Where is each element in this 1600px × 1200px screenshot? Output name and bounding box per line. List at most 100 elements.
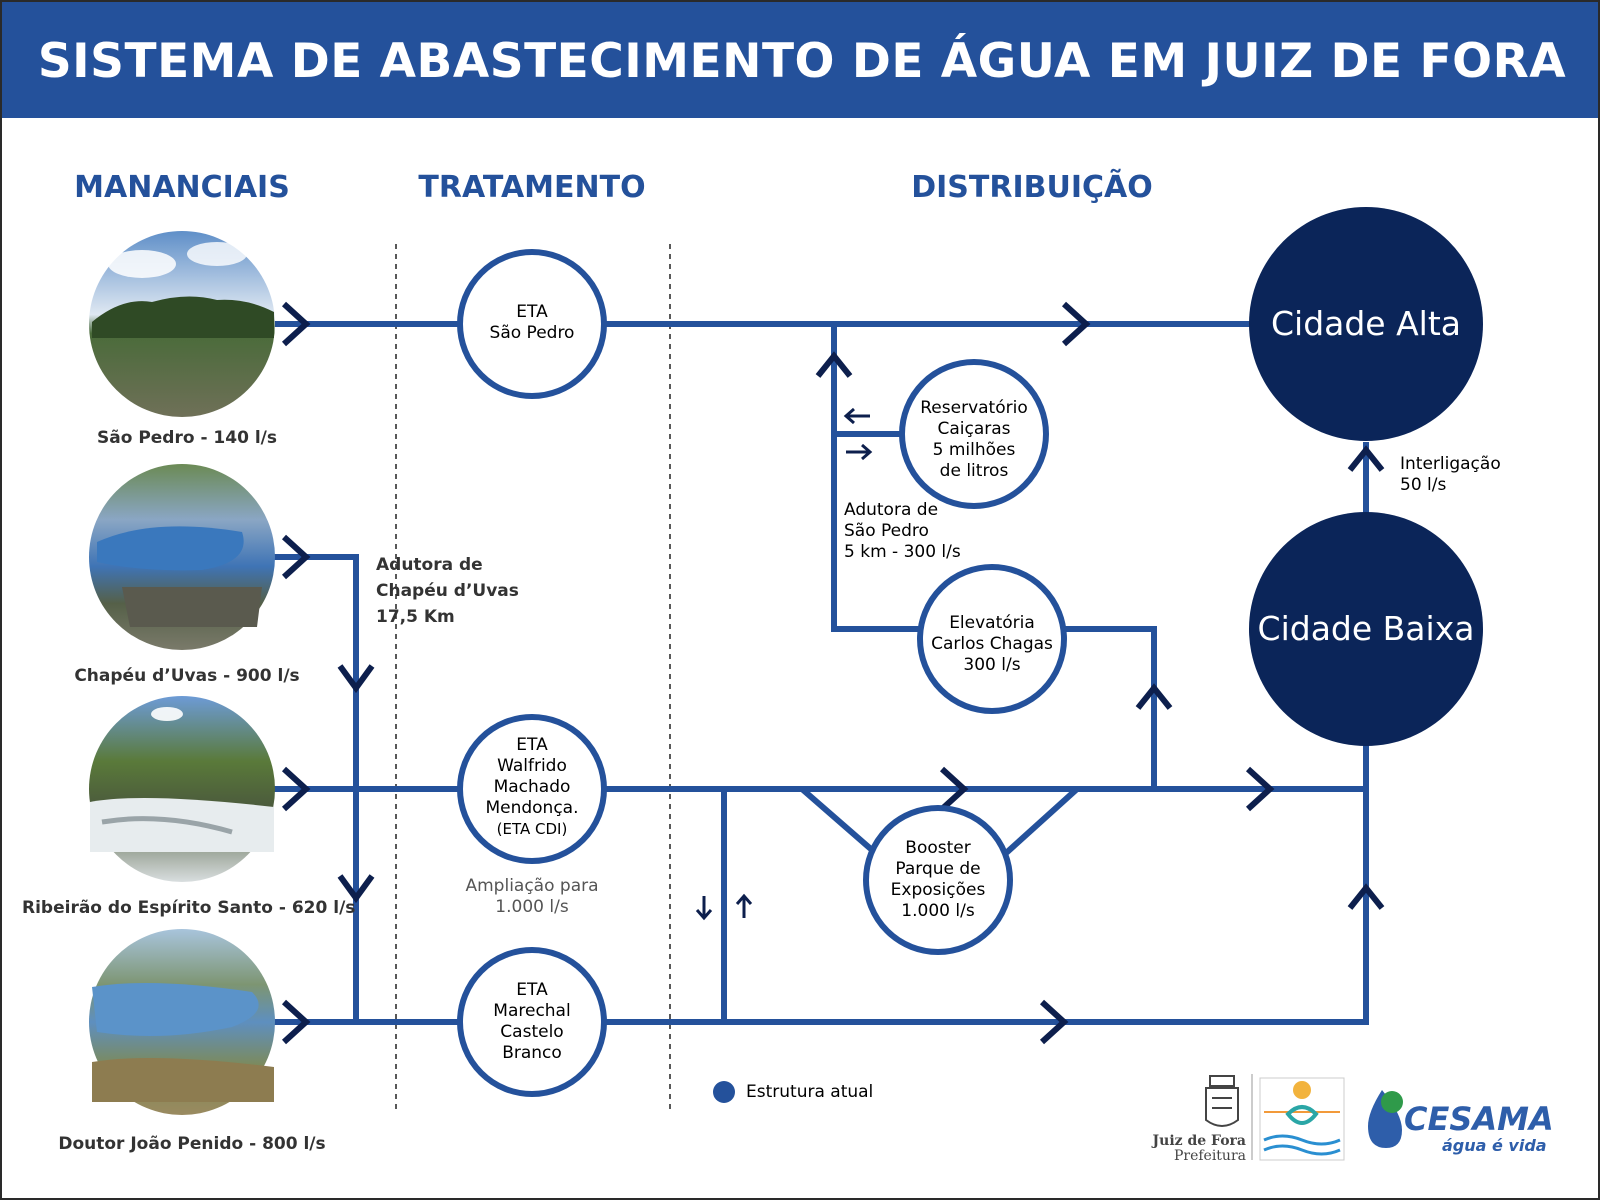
interligacao-label: Interligação 50 l/s	[1400, 454, 1501, 496]
cesama-logo-tagline: água é vida	[1442, 1136, 1547, 1155]
pipe-elevatoria	[1064, 626, 1157, 789]
eta-sao-pedro-line1: ETA	[516, 302, 548, 322]
ampliacao-line1: Ampliação para	[465, 876, 599, 896]
node-elevatoria-carlos-chagas	[917, 564, 1067, 714]
arrow-to-cidade-alta	[1061, 301, 1091, 347]
eta-cdi-line3: Machado	[493, 777, 571, 797]
elevatoria-line1: Elevatória	[949, 613, 1035, 633]
title-banner	[2, 2, 1598, 118]
adutora-sao-pedro-label: Adutora de São Pedro 5 km - 300 l/s	[844, 500, 961, 563]
eta-marechal-line4: Branco	[502, 1043, 562, 1063]
source-label-chapeu-duvas: Chapéu d’Uvas - 900 l/s	[74, 666, 300, 686]
reservatorio-label: Reservatório Caiçaras 5 milhões de litro…	[914, 398, 1034, 482]
node-eta-marechal	[457, 947, 607, 1097]
arrow-reservatorio-in-icon	[861, 443, 873, 461]
eta-marechal-line3: Castelo	[500, 1022, 564, 1042]
cesama-logo-name: CESAMA	[1404, 1100, 1554, 1138]
node-eta-sao-pedro	[457, 249, 607, 399]
prefeitura-logo-text: Juiz de Fora Prefeitura	[1114, 1134, 1246, 1164]
eta-cdi-line5: (ETA CDI)	[496, 820, 568, 838]
node-eta-cdi	[457, 714, 607, 864]
prefeitura-line1: Juiz de Fora	[1152, 1133, 1246, 1149]
node-cidade-alta	[1249, 207, 1483, 441]
cesama-drop-icon	[1368, 1090, 1403, 1148]
booster-line4: 1.000 l/s	[901, 901, 975, 921]
heading-mananciais: MANANCIAIS	[74, 170, 290, 205]
prefeitura-line2: Prefeitura	[1173, 1148, 1246, 1164]
reservatorio-line4: de litros	[939, 461, 1009, 481]
pipe-chapeu-duvas	[274, 554, 359, 1022]
adutora-sao-pedro-line3: 5 km - 300 l/s	[844, 542, 961, 562]
legend-dot	[713, 1081, 735, 1103]
arrow-chapeu-down-2	[337, 874, 375, 904]
eta-cdi-line1: ETA	[516, 735, 548, 755]
river-rapids-photo	[89, 696, 275, 882]
elevatoria-label: Elevatória Carlos Chagas 300 l/s	[922, 613, 1062, 676]
adutora-chapeu-label: Adutora de Chapéu d’Uvas 17,5 Km	[376, 552, 519, 630]
eta-sao-pedro-label: ETA São Pedro	[472, 302, 592, 344]
arrow-link-down-icon	[695, 909, 713, 921]
legend-label: Estrutura atual	[746, 1082, 874, 1102]
ampliacao-label: Ampliação para 1.000 l/s	[452, 876, 612, 918]
eta-sao-pedro-line2: São Pedro	[489, 323, 575, 343]
page-title: SISTEMA DE ABASTECIMENTO DE ÁGUA EM JUIZ…	[37, 34, 1567, 89]
eta-cdi-label: ETA Walfrido Machado Mendonça. (ETA CDI)	[472, 735, 592, 840]
booster-line1: Booster	[905, 838, 971, 858]
lake-forest-photo	[89, 231, 275, 417]
arrow-espirito-santo-in	[281, 766, 311, 812]
eta-marechal-line2: Marechal	[493, 1001, 571, 1021]
pipe-booster-in	[800, 786, 874, 853]
source-label-joao-penido: Doutor João Penido - 800 l/s	[58, 1134, 326, 1154]
eta-marechal-label: ETA Marechal Castelo Branco	[472, 980, 592, 1064]
reservoir-hills-photo	[89, 929, 275, 1115]
pipe-booster-out	[1002, 786, 1080, 857]
eta-marechal-line1: ETA	[516, 980, 548, 1000]
arrow-elevatoria-up	[1135, 683, 1173, 710]
interligacao-line1: Interligação	[1400, 454, 1501, 474]
adutora-sao-pedro-line1: Adutora de	[844, 500, 939, 520]
adutora-chapeu-line3: 17,5 Km	[376, 607, 455, 627]
eta-cdi-line4: Mendonça.	[485, 798, 579, 818]
elevatoria-line3: 300 l/s	[963, 655, 1021, 675]
adutora-chapeu-line2: Chapéu d’Uvas	[376, 581, 519, 601]
arrow-chapeu-in	[281, 534, 311, 580]
interligacao-line2: 50 l/s	[1400, 475, 1447, 495]
adutora-chapeu-line1: Adutora de	[376, 555, 483, 575]
heading-distribuicao: DISTRIBUIÇÃO	[911, 170, 1153, 205]
reservatorio-line2: Caiçaras	[937, 419, 1011, 439]
arrow-chapeu-down-1	[337, 664, 375, 694]
source-label-sao-pedro: São Pedro - 140 l/s	[97, 428, 277, 448]
arrow-cdi-mid	[939, 766, 969, 812]
cidade-baixa-label: Cidade Baixa	[1257, 609, 1475, 648]
arrow-joao-penido-in	[281, 999, 311, 1045]
eta-cdi-line2: Walfrido	[497, 756, 567, 776]
pipe-adutora-sao-pedro	[831, 324, 920, 632]
reservatorio-line1: Reservatório	[920, 398, 1028, 418]
adutora-sao-pedro-line2: São Pedro	[844, 521, 929, 541]
elevatoria-line2: Carlos Chagas	[931, 634, 1053, 654]
arrow-interligacao-up	[1347, 445, 1385, 472]
source-label-espirito-santo: Ribeirão do Espírito Santo - 620 l/s	[22, 898, 356, 918]
node-cidade-baixa	[1249, 512, 1483, 746]
node-booster-parque-exposicoes	[863, 805, 1013, 955]
city-crest-icon	[1205, 1075, 1239, 1127]
cidade-alta-label: Cidade Alta	[1270, 304, 1462, 343]
arrow-adutora-up	[815, 351, 853, 378]
arrow-reservatorio-out-icon	[843, 407, 855, 425]
booster-line2: Parque de	[895, 859, 981, 879]
arrow-link-up-icon	[735, 893, 753, 905]
arrow-marechal-mid	[1039, 999, 1069, 1045]
arrow-sao-pedro-in	[281, 301, 311, 347]
booster-label: Booster Parque de Exposições 1.000 l/s	[872, 838, 1004, 922]
reservatorio-line3: 5 milhões	[932, 440, 1016, 460]
arrow-cdi-to-cidade-baixa	[1245, 766, 1275, 812]
ampliacao-line2: 1.000 l/s	[495, 897, 569, 917]
booster-line3: Exposições	[890, 880, 986, 900]
arrow-marechal-up	[1347, 883, 1385, 910]
pipe-marechal-to-cidade-baixa	[274, 744, 1369, 1025]
node-reservatorio-caicaras	[899, 359, 1049, 509]
city-illustration-icon	[1259, 1077, 1345, 1161]
dam-reservoir-photo	[89, 464, 275, 650]
